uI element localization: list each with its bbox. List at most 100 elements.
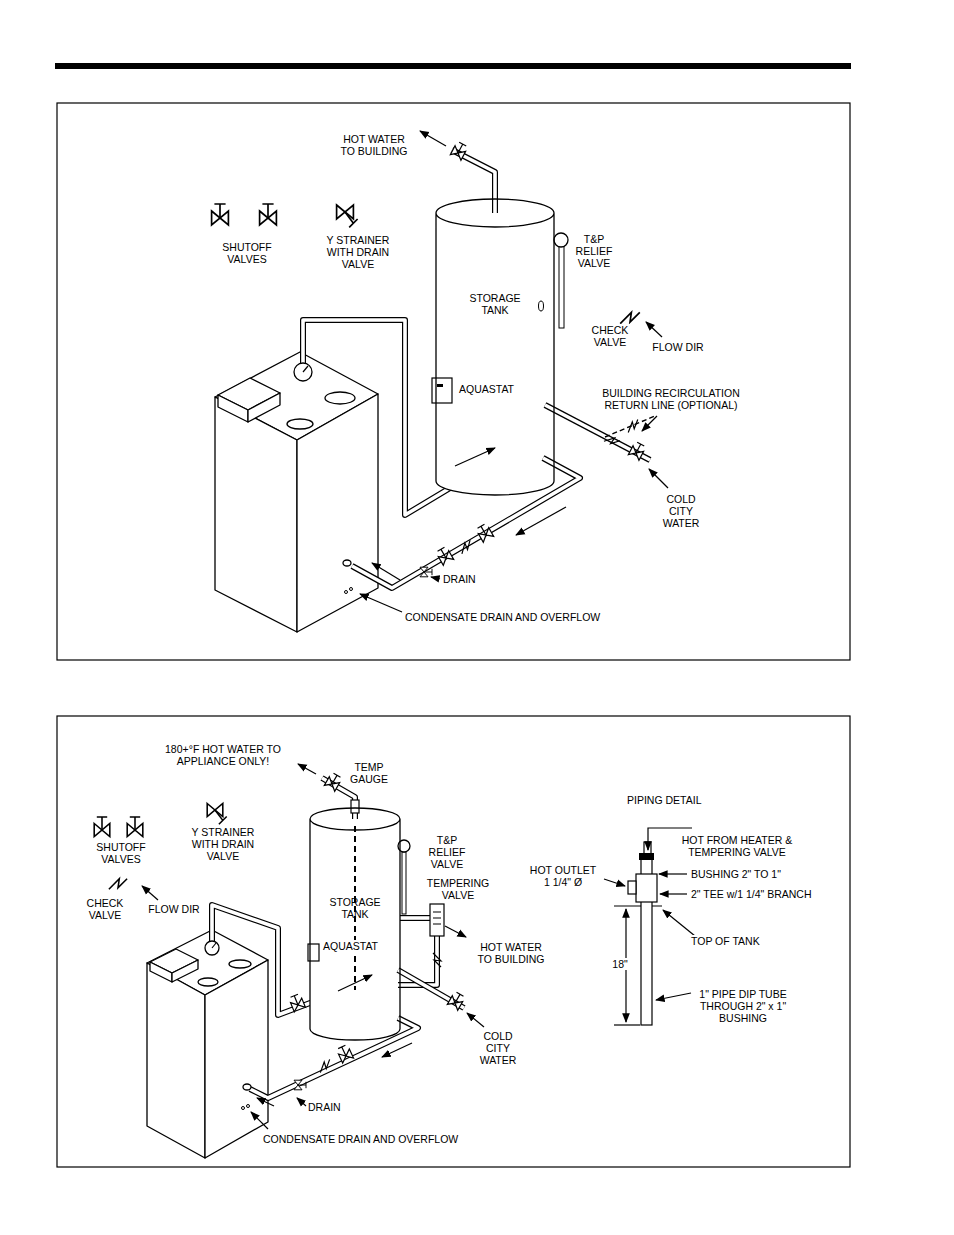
gauge-needle: [212, 943, 216, 948]
part-label: Y STRAINER WITH DRAIN VALVE: [320, 234, 397, 270]
part-label: 18": [611, 958, 628, 970]
check-valve: [625, 419, 641, 432]
pipe: [352, 458, 580, 588]
boiler-port: [287, 419, 313, 429]
pipe: [545, 405, 650, 460]
part-label: COLD CITY WATER: [655, 493, 707, 529]
part-label: DRAIN: [442, 573, 477, 585]
flow-arrow: [646, 322, 662, 337]
pipe: [250, 1018, 418, 1098]
shutoff-valve: [447, 991, 465, 1010]
pipe: [398, 936, 437, 985]
tempering-valve: [430, 904, 444, 936]
part-label: 1" PIPE DIP TUBE THROUGH 2" x 1" BUSHING: [692, 988, 794, 1024]
flow-arrow: [142, 886, 158, 900]
condensate-port: [242, 1107, 245, 1110]
part-label: TOP OF TANK: [690, 935, 761, 947]
pipe: [545, 405, 650, 460]
boiler-port: [229, 960, 251, 968]
tank-outline-path: [436, 199, 554, 495]
pipe: [352, 458, 580, 588]
y-strainer-symbol: [337, 205, 358, 227]
check-valve-symbol: [109, 879, 127, 889]
leader-arrow: [663, 910, 695, 936]
pipe: [398, 936, 437, 985]
part-label: SHUTOFF VALVES: [216, 241, 278, 265]
tank-outline: [436, 199, 554, 495]
leader-arrow: [659, 873, 687, 874]
aquastat-box: [432, 378, 452, 403]
shutoff-valve: [324, 772, 342, 791]
pipe: [212, 905, 318, 1015]
relief-tube: [559, 246, 564, 328]
gauge: [205, 941, 219, 955]
pipe: [212, 905, 318, 1015]
part-label: FLOW DIR: [147, 903, 200, 915]
part-label: HOT FROM HEATER & TEMPERING VALVE: [678, 834, 796, 858]
pipe: [452, 150, 495, 213]
tee: [636, 874, 657, 902]
shutoff-valve: [436, 546, 454, 565]
relief-valve: [554, 233, 568, 247]
part-label: Y STRAINER WITH DRAIN VALVE: [185, 826, 262, 862]
recirculation-line: [605, 416, 655, 437]
part-label: HOT WATER TO BUILDING: [334, 133, 414, 157]
part-label: CHECK VALVE: [81, 897, 129, 921]
tempering-valve-detail: [433, 912, 441, 924]
figure-frame: [57, 716, 850, 1167]
part-label: HOT WATER TO BUILDING: [471, 941, 551, 965]
flow-arrow: [372, 563, 400, 580]
boiler-inlet: [343, 560, 351, 566]
figure-frame: [57, 103, 850, 660]
tee-branch: [628, 881, 636, 894]
condensate-port: [247, 1105, 250, 1108]
flow-arrow: [516, 507, 566, 535]
shutoff-valve: [476, 523, 494, 542]
flow-arrow: [420, 131, 446, 146]
part-label: SHUTOFF VALVES: [90, 841, 152, 865]
check-valve: [458, 540, 474, 554]
leader-arrow: [297, 1098, 306, 1106]
part-label: COLD CITY WATER: [472, 1030, 524, 1066]
control-panel: [218, 395, 248, 422]
part-label: HOT OUTLET 1 1/4" Ø: [526, 864, 600, 888]
tank-outline: [310, 808, 400, 1040]
leader-arrow: [656, 993, 691, 1000]
shutoff-valve-symbol: [212, 204, 229, 225]
part-label: AQUASTAT: [458, 383, 515, 395]
boiler-inlet: [243, 1084, 251, 1090]
flow-arrow: [445, 926, 466, 937]
tank-ground: [310, 808, 400, 1040]
storage-tank: STORAGE TANK: [436, 199, 554, 495]
shutoff-valve: [336, 1044, 353, 1063]
control-panel: [172, 960, 198, 982]
dimension-tick: [614, 1024, 640, 1025]
part-label: T&P RELIEF VALVE: [570, 233, 618, 269]
leader-arrow: [251, 1112, 268, 1129]
leader-arrow: [431, 577, 440, 579]
pipe: [400, 916, 430, 920]
part-label: BUSHING 2" TO 1": [690, 868, 782, 880]
top-rule: [55, 63, 851, 69]
tank-outline-path: [310, 808, 400, 1040]
flow-arrow: [455, 448, 495, 466]
flow-arrow: [257, 1098, 274, 1106]
boiler-port: [198, 978, 218, 986]
gauge-needle: [303, 366, 308, 372]
check-valve: [433, 953, 441, 967]
leader-arrow: [660, 893, 687, 894]
tank-label: STORAGE TANK: [320, 896, 390, 920]
part-label: PIPING DETAIL: [626, 794, 703, 806]
shutoff-valve-symbol: [127, 817, 143, 837]
y-strainer-symbol: [207, 804, 227, 825]
leader-arrow: [360, 594, 402, 612]
temp-gauge: [351, 800, 359, 813]
tank-ground: [436, 199, 554, 495]
shutoff-valve: [628, 441, 646, 460]
tank-top-line: [614, 905, 662, 906]
drain-valve: [420, 567, 432, 577]
shutoff-valve: [289, 993, 306, 1011]
flow-arrow: [467, 1013, 484, 1027]
part-label: TEMP GAUGE: [343, 761, 395, 785]
